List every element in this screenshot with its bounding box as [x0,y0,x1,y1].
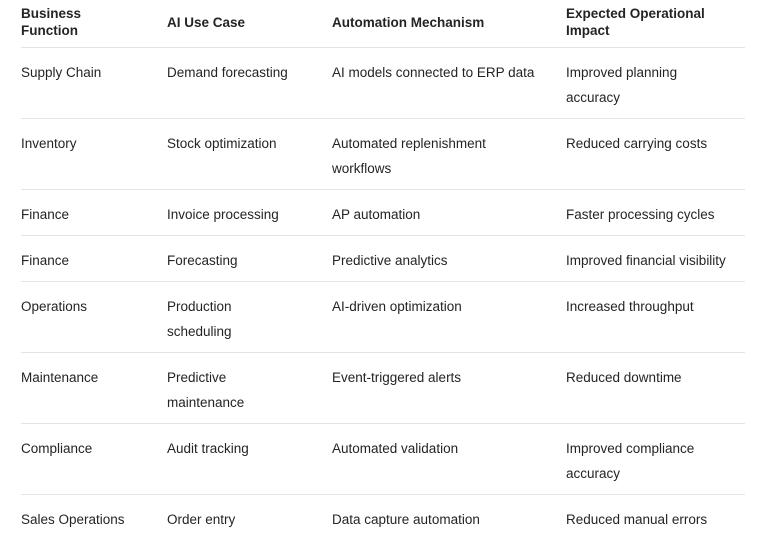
cell-business-function: Compliance [21,423,167,495]
ai-automation-table: Business Function AI Use Case Automation… [21,0,745,534]
cell-automation-mechanism: AP automation [332,189,566,236]
cell-expected-impact: Reduced downtime [566,352,745,424]
cell-business-function: Finance [21,189,167,236]
table-row: Operations Production scheduling AI-driv… [21,281,745,353]
cell-business-function: Supply Chain [21,47,167,119]
cell-business-function: Finance [21,235,167,282]
cell-automation-mechanism: Automated replenishment workflows [332,118,566,190]
cell-automation-mechanism: Event-triggered alerts [332,352,566,424]
cell-expected-impact: Improved planning accuracy [566,47,745,119]
cell-automation-mechanism: AI models connected to ERP data [332,47,566,119]
cell-business-function: Operations [21,281,167,353]
column-header-expected-operational-impact: Expected Operational Impact [566,0,745,48]
table-row: Sales Operations Order entry Data captur… [21,494,745,534]
table-header-row: Business Function AI Use Case Automation… [21,0,745,48]
cell-ai-use-case: Audit tracking [167,423,332,495]
cell-expected-impact: Faster processing cycles [566,189,745,236]
cell-ai-use-case: Forecasting [167,235,332,282]
column-header-ai-use-case: AI Use Case [167,0,332,48]
cell-expected-impact: Improved financial visibility [566,235,745,282]
cell-business-function: Maintenance [21,352,167,424]
cell-ai-use-case: Predictive maintenance [167,352,332,424]
cell-ai-use-case: Stock optimization [167,118,332,190]
table-row: Maintenance Predictive maintenance Event… [21,352,745,424]
cell-ai-use-case: Order entry [167,511,236,527]
cell-ai-use-case: Invoice processing [167,189,332,236]
cell-ai-use-case: Demand forecasting [167,47,332,119]
cell-business-function: Sales Operations [21,511,125,527]
cell-expected-impact: Improved compliance accuracy [566,423,745,495]
column-header-automation-mechanism: Automation Mechanism [332,0,566,48]
cell-expected-impact: Reduced manual errors [566,511,708,527]
cell-automation-mechanism: Predictive analytics [332,235,566,282]
table-row: Inventory Stock optimization Automated r… [21,118,745,190]
cell-automation-mechanism: Data capture automation [332,511,480,527]
cell-expected-impact: Reduced carrying costs [566,118,745,190]
table-row: Finance Invoice processing AP automation… [21,189,745,236]
column-header-business-function: Business Function [21,0,167,48]
table-row: Supply Chain Demand forecasting AI model… [21,47,745,119]
table-row: Compliance Audit tracking Automated vali… [21,423,745,495]
cell-automation-mechanism: AI-driven optimization [332,281,566,353]
cell-business-function: Inventory [21,118,167,190]
cell-expected-impact: Increased throughput [566,281,745,353]
cell-automation-mechanism: Automated validation [332,423,566,495]
table-row: Finance Forecasting Predictive analytics… [21,235,745,282]
cell-ai-use-case: Production scheduling [167,281,332,353]
